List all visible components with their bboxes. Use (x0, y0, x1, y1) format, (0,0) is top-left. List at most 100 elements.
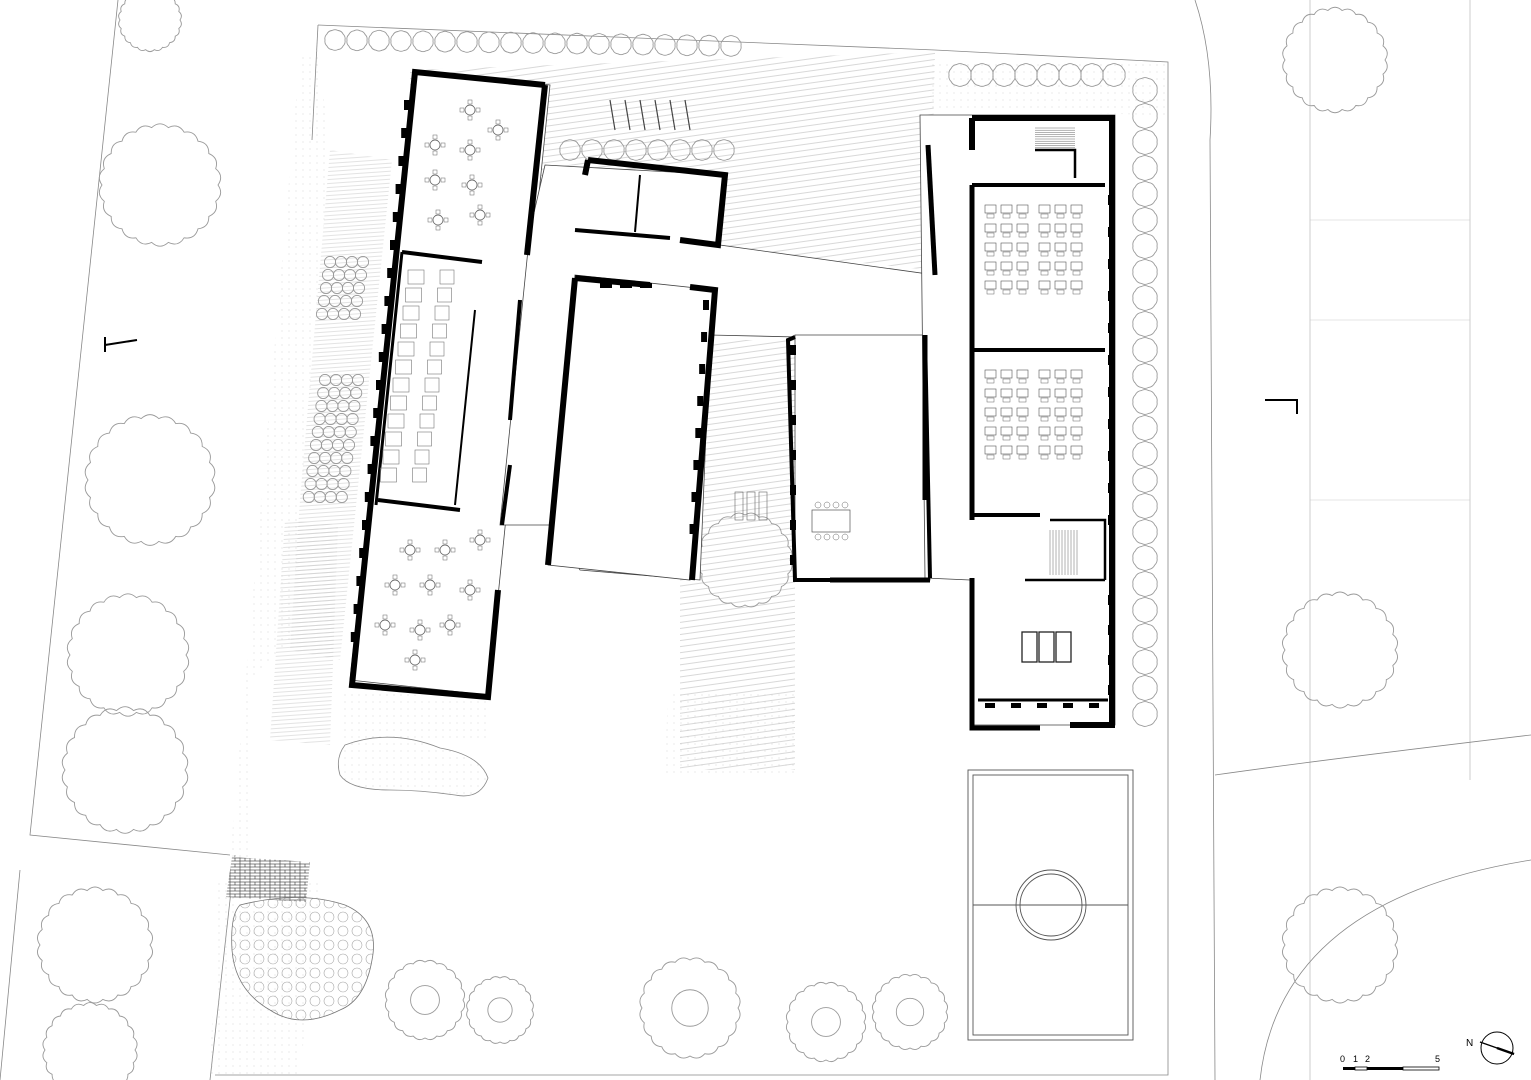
desk (1038, 426, 1051, 436)
chair (1072, 416, 1081, 422)
shrub (319, 374, 331, 386)
hedge-tree (1132, 493, 1158, 519)
chair (1040, 213, 1049, 219)
locker (412, 467, 427, 483)
shrub (330, 452, 343, 464)
shrub (328, 465, 341, 477)
desk (1000, 407, 1013, 417)
hedge-tree (1132, 467, 1158, 493)
wall-pier (395, 184, 403, 194)
shrub (319, 452, 332, 464)
chair (986, 397, 995, 403)
scale-tick-0: 0 (1340, 1054, 1345, 1064)
shrub (344, 426, 357, 438)
chair (832, 533, 840, 541)
wall-pier (697, 396, 704, 406)
chair (1018, 251, 1027, 257)
hedge-tree (1132, 363, 1158, 389)
hedge-tree (669, 139, 691, 161)
hedge-tree (1102, 63, 1126, 87)
courtyard-tree (785, 981, 867, 1063)
chair (420, 657, 426, 663)
hedge-tree (1132, 155, 1158, 181)
chair (415, 547, 421, 553)
hedge-tree (992, 63, 1016, 87)
shrub (357, 256, 369, 268)
round-table (466, 179, 478, 191)
hedge-tree (676, 34, 698, 57)
chair (427, 217, 433, 223)
hedge-tree (1132, 545, 1158, 571)
hedge-tree (1132, 441, 1158, 467)
chair (440, 142, 446, 148)
shrub (322, 426, 335, 438)
chair (1018, 435, 1027, 441)
chair (467, 115, 473, 121)
shrub (326, 478, 339, 490)
desk (1016, 242, 1029, 252)
chair (1018, 454, 1027, 460)
wall-pier (1108, 387, 1114, 397)
chair (1002, 232, 1011, 238)
shrub (349, 308, 361, 320)
chair (1002, 213, 1011, 219)
locker (419, 413, 435, 429)
chair (1018, 232, 1027, 238)
desk (1038, 261, 1051, 271)
chair (424, 177, 430, 183)
chair (1040, 416, 1049, 422)
street-tree (84, 414, 216, 546)
chair (1072, 435, 1081, 441)
bike-rack (624, 99, 631, 131)
chair (467, 595, 473, 601)
hedge-tree (625, 139, 647, 161)
hedge-tree (1132, 519, 1158, 545)
shrub (326, 400, 339, 412)
desk (1054, 426, 1067, 436)
chair (1072, 251, 1081, 257)
shrub (315, 400, 328, 412)
round-table (389, 579, 401, 591)
hedge-tree (1132, 311, 1158, 337)
chair (399, 547, 405, 553)
chair (485, 212, 491, 218)
hedge-tree (713, 139, 735, 161)
tree-pit (811, 1007, 841, 1037)
desk (1000, 280, 1013, 290)
hedge-tree (1132, 207, 1158, 233)
wall-pier (401, 128, 409, 138)
wall-pier (367, 464, 375, 474)
trees (37, 0, 1398, 1080)
chair (475, 147, 481, 153)
shrub (308, 452, 321, 464)
locker (382, 449, 400, 465)
hedge-tree (1132, 623, 1158, 649)
scale-tick-1: 1 (1353, 1054, 1358, 1064)
chair (495, 135, 501, 141)
chair (495, 119, 501, 125)
chair (1056, 454, 1065, 460)
chair (459, 587, 465, 593)
desk (1038, 388, 1051, 398)
hedge-tree (1132, 233, 1158, 259)
wall-pier (378, 352, 386, 362)
bench (758, 491, 768, 521)
bench (746, 491, 756, 521)
desk (984, 388, 997, 398)
desk (1038, 280, 1051, 290)
hedge-tree (1132, 571, 1158, 597)
locker (417, 431, 432, 447)
round-table (444, 619, 456, 631)
chair (424, 142, 430, 148)
scale-tick-5: 5 (1435, 1054, 1440, 1064)
round-table (429, 139, 441, 151)
wall-pier (381, 324, 389, 334)
round-table (432, 214, 444, 226)
hedge-tree (478, 31, 500, 54)
desk (984, 261, 997, 271)
hedge-tree (610, 33, 632, 56)
bench (734, 491, 744, 521)
chair (432, 134, 438, 140)
chair (450, 547, 456, 553)
desk (984, 445, 997, 455)
